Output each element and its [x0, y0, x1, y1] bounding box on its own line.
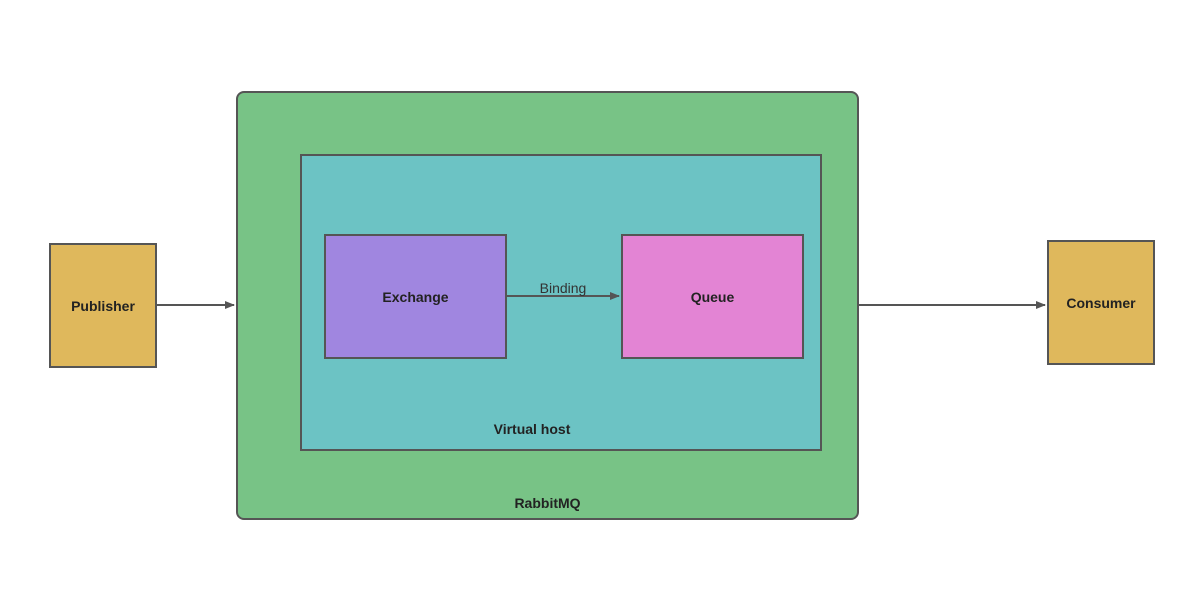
rabbitmq-label: RabbitMQ	[514, 495, 581, 511]
binding-label: Binding	[539, 280, 587, 296]
exchange-label: Exchange	[382, 288, 449, 305]
publisher-node[interactable]: Publisher	[49, 243, 157, 368]
consumer-node[interactable]: Consumer	[1047, 240, 1155, 365]
queue-node[interactable]: Queue	[621, 234, 804, 359]
virtual-host-label: Virtual host	[493, 421, 571, 437]
queue-label: Queue	[690, 288, 735, 305]
publisher-label: Publisher	[71, 297, 135, 314]
consumer-label: Consumer	[1066, 294, 1136, 311]
exchange-node[interactable]: Exchange	[324, 234, 507, 359]
